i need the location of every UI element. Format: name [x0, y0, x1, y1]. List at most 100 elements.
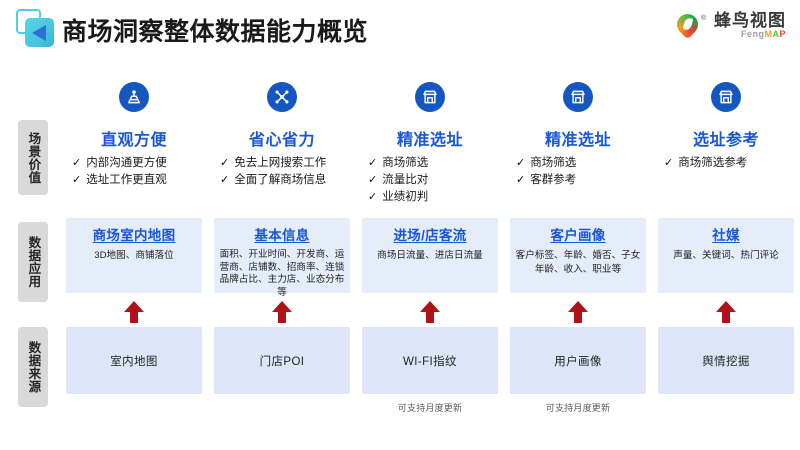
up-arrow-icon: [124, 301, 144, 323]
data-application-card[interactable]: 基本信息 面积、开业时间、开发商、运营商、店铺数、招商率、连锁品牌占比、主力店、…: [214, 218, 350, 298]
hummingbird-pin-icon: [672, 9, 703, 39]
data-source-card[interactable]: 舆情挖掘: [658, 327, 794, 394]
data-application-card[interactable]: 商场室内地图 3D地图、商铺落位: [66, 218, 202, 293]
check-icon: ✓: [368, 157, 378, 169]
list-item-label: 客群参考: [530, 173, 577, 186]
check-icon: ✓: [72, 173, 82, 186]
logo-triangle: [32, 25, 46, 41]
list-item: ✓ 选址工作更直观: [66, 172, 202, 189]
data-source-card[interactable]: 室内地图: [66, 327, 202, 394]
list-item-label: 业绩初判: [382, 190, 429, 203]
scene-value-title: 直观方便: [100, 132, 167, 149]
list-item-label: 免去上网搜索工作: [234, 157, 327, 169]
data-application-desc: 声量、关键词、热门评论: [673, 250, 779, 261]
capability-column: 精准选址 ✓ 商场筛选 ✓ 客群参考 客户画像 客户标签、年龄、婚否、子女年龄、收入…: [504, 58, 652, 450]
scene-value-title: 选址参考: [692, 132, 759, 149]
scene-value-title: 精准选址: [544, 132, 611, 149]
data-source-card[interactable]: 门店POI: [214, 327, 350, 394]
data-source-title: 用户画像: [554, 355, 602, 368]
capability-column: 选址参考 ✓ 商场筛选参考 社媒 声量、关键词、热门评论 舆情挖掘: [652, 58, 800, 450]
list-item-label: 全面了解商场信息: [234, 173, 327, 186]
scene-value-block: 精准选址 ✓ 商场筛选 ✓ 流量比对 ✓ 业绩初判: [362, 82, 498, 206]
rail-label-data-source: 数据来源: [18, 327, 48, 407]
map-pin-location-icon: [119, 82, 149, 112]
network-nodes-icon: [267, 82, 297, 112]
data-source-note: 可支持月度更新: [545, 403, 611, 413]
up-arrow-icon: [420, 301, 440, 323]
data-application-card[interactable]: 客户画像 客户标签、年龄、婚否、子女年龄、收入、职业等: [510, 218, 646, 293]
page-header: 商场洞察整体数据能力概览 ® 蜂鸟视图 FengMAP: [0, 0, 800, 58]
brand-logo: ® 蜂鸟视图 FengMAP: [672, 9, 786, 39]
scene-value-points: ✓ 商场筛选参考: [658, 155, 794, 172]
rail-label-scene-value-text: 场景价值: [26, 131, 41, 184]
scene-value-points: ✓ 商场筛选 ✓ 客群参考: [510, 155, 646, 189]
rail-label-data-application-text: 数据应用: [26, 236, 41, 288]
check-icon: ✓: [72, 157, 82, 169]
data-source-card[interactable]: 用户画像: [510, 327, 646, 394]
list-item: ✓ 商场筛选: [362, 155, 498, 172]
scene-value-title: 省心省力: [248, 132, 315, 149]
list-item: ✓ 流量比对: [362, 172, 498, 189]
list-item: ✓ 商场筛选参考: [658, 155, 794, 172]
capability-matrix: 直观方便 ✓内部沟通更方便 ✓选址工作更直观 商场室内地图 3D地图、商铺落位 …: [60, 58, 800, 450]
scene-value-title: 精准选址: [396, 132, 463, 149]
list-item-label: 商场筛选: [382, 157, 429, 169]
data-source-note: 可支持月度更新: [397, 403, 463, 413]
brand-en-a: A: [772, 29, 780, 39]
list-item-label: 选址工作更直观: [86, 173, 167, 186]
data-application-title: 商场室内地图: [92, 228, 176, 243]
brand-en-p: P: [779, 29, 786, 39]
data-application-title: 社媒: [712, 228, 740, 243]
storefront-icon: [415, 82, 445, 112]
brand-en-m: M: [764, 29, 773, 39]
up-arrow-icon: [716, 301, 736, 323]
brand-name-cn: 蜂鸟视图: [714, 11, 786, 30]
registered-mark: ®: [700, 15, 706, 22]
page-title: 商场洞察整体数据能力概览: [62, 18, 369, 46]
check-icon: ✓: [516, 173, 526, 186]
capability-column: 精准选址 ✓ 商场筛选 ✓ 流量比对 ✓ 业绩初判 进场/店客流 商场日流量、进店日流…: [356, 58, 504, 450]
scene-value-points: ✓ 内部沟通更方便 ✓ 选址工作更直观: [66, 155, 202, 189]
list-item: ✓ 客群参考: [510, 172, 646, 189]
data-source-title: 室内地图: [110, 355, 158, 368]
data-application-desc: 客户标签、年龄、婚否、子女年龄、收入、职业等: [515, 250, 641, 275]
data-application-title: 进场/店客流: [393, 228, 467, 243]
data-source-card[interactable]: WI-FI指纹: [362, 327, 498, 394]
list-item-label: 商场筛选: [530, 157, 577, 169]
fengmap-cube-icon: [16, 9, 56, 49]
data-application-desc: 3D地图、商铺落位: [94, 250, 174, 261]
list-item: ✓ 内部沟通更方便: [66, 155, 202, 172]
rail-label-scene-value: 场景价值: [18, 120, 48, 195]
data-application-card[interactable]: 社媒 声量、关键词、热门评论: [658, 218, 794, 293]
list-item: ✓ 全面了解商场信息: [214, 172, 350, 189]
rail-label-data-application: 数据应用: [18, 222, 48, 302]
data-application-card[interactable]: 进场/店客流 商场日流量、进店日流量: [362, 218, 498, 293]
list-item-label: 流量比对: [382, 173, 429, 186]
check-icon: ✓: [220, 173, 230, 186]
data-application-title: 基本信息: [254, 228, 310, 243]
data-application-title: 客户画像: [550, 228, 606, 243]
brand-en-feng: Feng: [740, 29, 765, 39]
list-item: ✓ 免去上网搜索工作: [214, 155, 350, 172]
scene-value-block: 精准选址 ✓ 商场筛选 ✓ 客群参考: [510, 82, 646, 189]
capability-column: 省心省力 ✓ 免去上网搜索工作 ✓ 全面了解商场信息 基本信息 面积、开业时间、开发…: [208, 58, 356, 450]
data-source-title: WI-FI指纹: [403, 355, 457, 368]
data-source-title: 门店POI: [259, 355, 305, 368]
check-icon: ✓: [220, 157, 230, 169]
capability-column: 直观方便 ✓内部沟通更方便 ✓选址工作更直观 商场室内地图 3D地图、商铺落位 …: [60, 58, 208, 450]
check-icon: ✓: [664, 157, 674, 169]
list-item-label: 内部沟通更方便: [86, 157, 167, 169]
rail-label-data-source-text: 数据来源: [26, 341, 41, 393]
up-arrow-icon: [272, 301, 292, 323]
brand-name-en: FengMAP: [714, 30, 786, 39]
list-item-label: 商场筛选参考: [678, 157, 748, 169]
check-icon: ✓: [368, 173, 378, 186]
storefront-icon: [711, 82, 741, 112]
storefront-icon: [563, 82, 593, 112]
data-application-desc: 面积、开业时间、开发商、运营商、店铺数、招商率、连锁品牌占比、主力店、业态分布等: [219, 249, 345, 298]
scene-value-points: ✓ 商场筛选 ✓ 流量比对 ✓ 业绩初判: [362, 155, 498, 206]
up-arrow-icon: [568, 301, 588, 323]
check-icon: ✓: [516, 157, 526, 169]
list-item: ✓ 商场筛选: [510, 155, 646, 172]
scene-value-block: 省心省力 ✓ 免去上网搜索工作 ✓ 全面了解商场信息: [214, 82, 350, 189]
